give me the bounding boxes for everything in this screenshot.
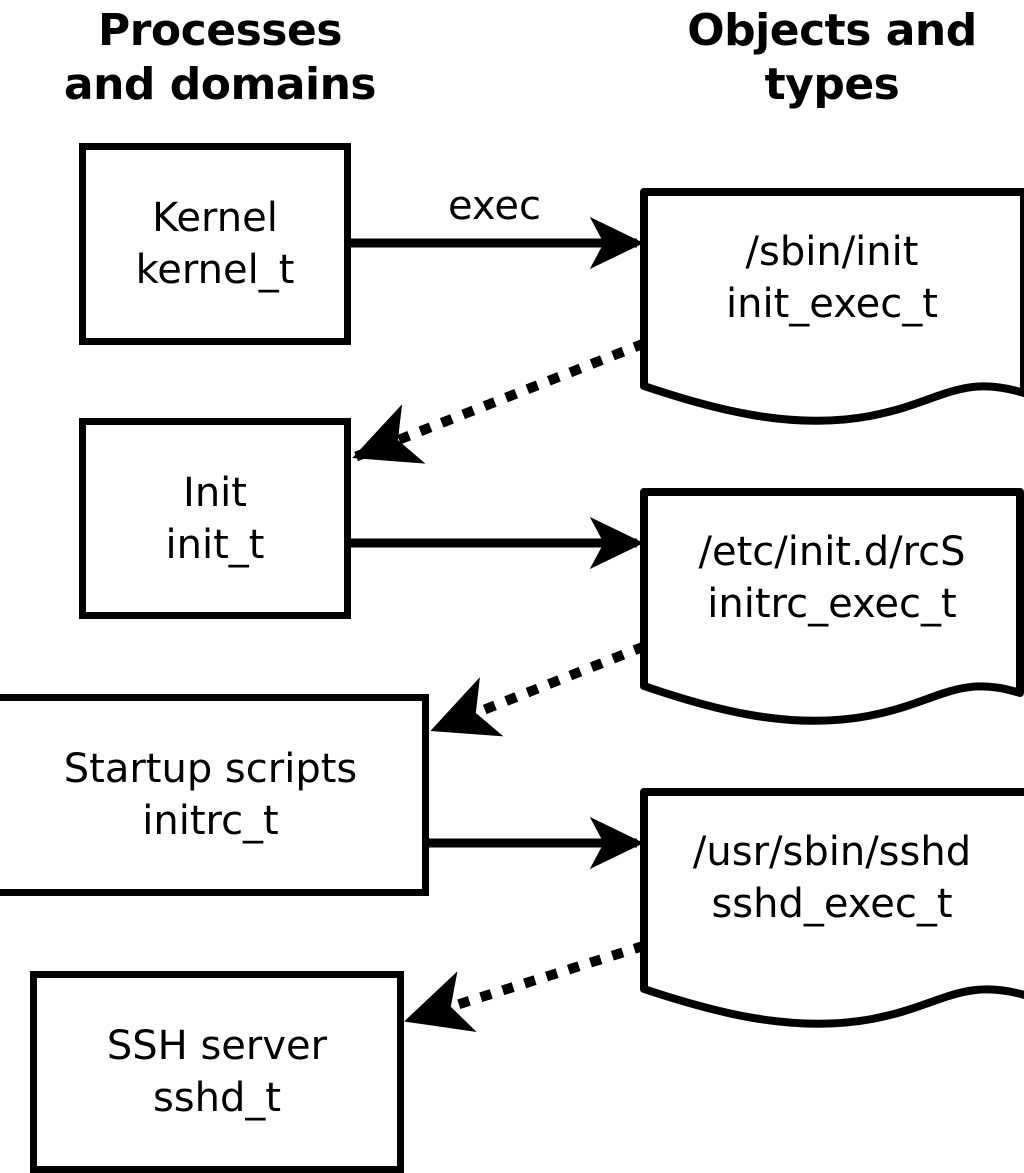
process-node-sshd-name: SSH server bbox=[106, 1023, 328, 1069]
process-node-kernel-name: Kernel bbox=[152, 195, 278, 241]
object-node-sshd-exec[interactable]: /usr/sbin/sshd sshd_exec_t bbox=[640, 788, 1024, 1033]
document-shape-icon bbox=[640, 188, 1024, 425]
object-node-initrc-exec[interactable]: /etc/init.d/rcS initrc_exec_t bbox=[640, 488, 1024, 728]
process-node-sshd-type: sshd_t bbox=[152, 1075, 282, 1121]
process-node-init[interactable]: Init init_t bbox=[79, 418, 351, 619]
process-node-init-type: init_t bbox=[165, 521, 265, 568]
edge-init_exec-transition-init bbox=[352, 338, 647, 464]
process-node-initrc-name: Startup scripts bbox=[63, 746, 358, 792]
edge-sshd_exec-transition-sshd bbox=[404, 940, 647, 1033]
process-node-kernel-type: kernel_t bbox=[135, 247, 295, 293]
edge-initrc_exec-transition-initrc bbox=[430, 641, 647, 737]
document-shape-icon bbox=[640, 488, 1024, 725]
column-heading-objects: Objects and types bbox=[687, 5, 977, 110]
process-node-sshd[interactable]: SSH server sshd_t bbox=[30, 971, 404, 1173]
edge-label-exec: exec bbox=[448, 183, 541, 229]
process-node-kernel[interactable]: Kernel kernel_t bbox=[79, 143, 351, 345]
document-shape-icon bbox=[640, 788, 1024, 1028]
column-heading-processes: Processes and domains bbox=[63, 5, 377, 110]
object-node-init-exec[interactable]: /sbin/init init_exec_t bbox=[640, 188, 1024, 428]
process-node-initrc-type: initrc_t bbox=[142, 798, 279, 844]
process-node-initrc[interactable]: Startup scripts initrc_t bbox=[0, 694, 429, 896]
process-node-init-name: Init bbox=[183, 469, 247, 516]
